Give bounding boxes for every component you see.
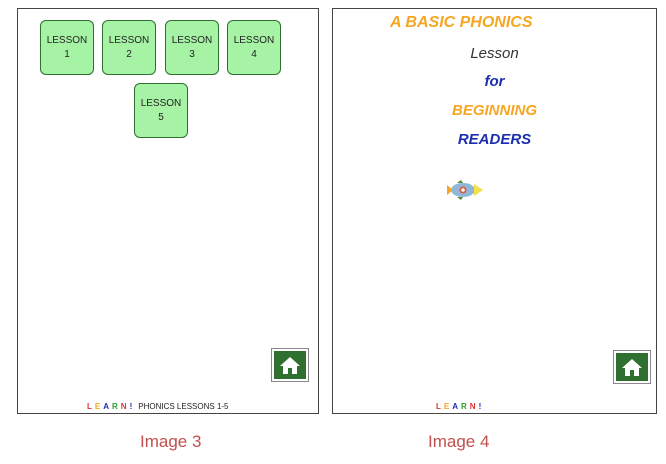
lesson-3-button[interactable]: LESSON 3	[165, 20, 219, 75]
title-line-4: BEGINNING	[451, 102, 537, 119]
learn-logo: L E A R N !	[436, 402, 482, 411]
lesson-4-label: LESSON	[233, 34, 275, 46]
home-button[interactable]	[271, 348, 309, 382]
lesson-3-number: 3	[189, 48, 195, 60]
lesson-5-label: LESSON	[140, 97, 182, 109]
learn-logo: L E A R N !	[87, 402, 133, 411]
title-line-5: READERS	[457, 131, 532, 148]
slide-image-3: LESSON 1 LESSON 2 LESSON 3 LESSON 4 LESS…	[17, 8, 319, 414]
home-icon	[280, 357, 300, 374]
lesson-4-button[interactable]: LESSON 4	[227, 20, 281, 75]
lesson-5-number: 5	[158, 111, 164, 123]
title-line-2: Lesson	[470, 45, 519, 62]
lesson-2-label: LESSON	[108, 34, 150, 46]
slide-image-4: A BASIC PHONICS Lesson for BEGINNING REA…	[332, 8, 657, 414]
footer-text: PHONICS LESSONS 1-5	[138, 402, 229, 411]
lesson-5-button[interactable]: LESSON 5	[134, 83, 188, 138]
caption-image-3: Image 3	[140, 432, 202, 451]
title-line-1: A BASIC PHONICS	[390, 14, 533, 31]
lesson-4-number: 4	[251, 48, 257, 60]
caption-image-4: Image 4	[428, 432, 490, 451]
footer-image-3: L E A R N ! PHONICS LESSONS 1-5	[87, 402, 229, 411]
footer-image-4: L E A R N !	[436, 402, 481, 411]
lesson-1-label: LESSON	[46, 34, 88, 46]
lesson-2-number: 2	[126, 48, 132, 60]
lesson-1-number: 1	[64, 48, 70, 60]
rocket-icon	[447, 180, 483, 200]
home-icon	[622, 359, 642, 376]
home-button[interactable]	[613, 350, 651, 384]
lesson-1-button[interactable]: LESSON 1	[40, 20, 94, 75]
lesson-2-button[interactable]: LESSON 2	[102, 20, 156, 75]
title-line-3: for	[484, 73, 505, 90]
lesson-3-label: LESSON	[171, 34, 213, 46]
